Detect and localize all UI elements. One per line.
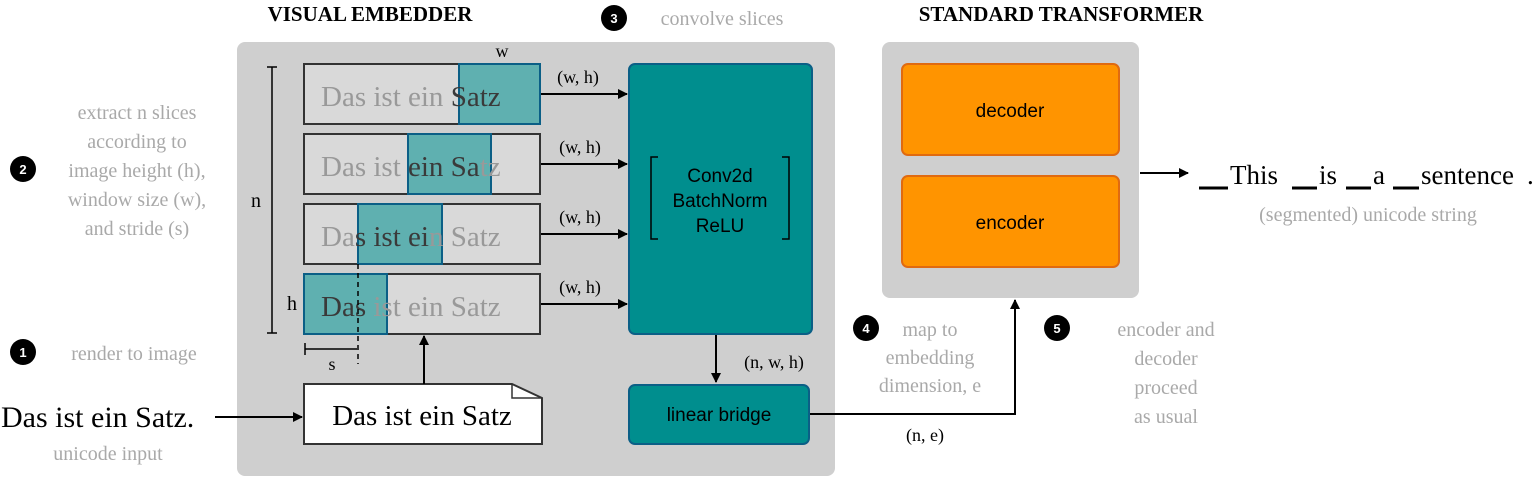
input-caption: unicode input — [53, 443, 163, 465]
step-2: 2 extract n slices according to image he… — [10, 102, 206, 240]
bridge-to-encoder-arrow — [810, 299, 1020, 415]
slice-3-text-after: n Satz — [429, 221, 501, 253]
output-token-1: This — [1230, 160, 1278, 190]
slice-count-label: n — [251, 190, 261, 212]
slice-3-text-before: Da — [321, 221, 355, 253]
output-caption: (segmented) unicode string — [1259, 204, 1477, 226]
rendered-image-shape — [303, 383, 543, 445]
conv-block-box — [628, 63, 813, 335]
step-5-line-4: as usual — [1134, 406, 1198, 428]
step-4: 4 map to embedding dimension, e — [853, 315, 981, 397]
step-1-number: 1 — [19, 345, 26, 360]
slice-2-window — [407, 133, 492, 195]
slice-count-bracket — [267, 66, 277, 334]
encoder-box — [901, 175, 1120, 268]
decoder-box — [901, 63, 1120, 156]
encoder-label: encoder — [976, 213, 1045, 234]
slice-1-text-window: Satz — [451, 81, 501, 113]
linear-bridge-label: linear bridge — [667, 405, 772, 426]
linear-bridge-box — [628, 384, 810, 445]
conv-layer-batchnorm: BatchNorm — [672, 191, 767, 212]
bridge-output-shape-label: (n, e) — [906, 425, 944, 446]
slice-3-window — [357, 203, 443, 265]
encoder-block: encoder — [901, 175, 1120, 268]
output-token-4: sentence — [1421, 160, 1514, 190]
output-token-3: a — [1373, 160, 1385, 190]
step-5-line-3: proceed — [1134, 377, 1197, 399]
window-width-label: w — [496, 41, 509, 61]
step-2-line-5: and stride (s) — [85, 218, 189, 240]
slice-2-text-after: tz — [480, 151, 501, 183]
slice-1-window — [458, 63, 541, 125]
slice-2-text: Das ist ein Satz — [321, 151, 501, 183]
output-token-2: is — [1319, 160, 1337, 190]
step-5-badge — [1044, 315, 1070, 341]
step-3-number: 3 — [610, 11, 617, 26]
slice-4-text-window: Das — [321, 291, 366, 323]
step-1-badge — [10, 339, 36, 365]
step-4-line-3: dimension, e — [879, 375, 981, 397]
step-2-badge — [10, 156, 36, 182]
standard-transformer-title: STANDARD TRANSFORMER — [919, 2, 1204, 26]
step-5-number: 5 — [1053, 321, 1060, 336]
decoder-label: decoder — [976, 101, 1045, 122]
step-4-line-2: embedding — [886, 347, 975, 369]
step-3: 3 convolve slices — [601, 5, 784, 31]
step-1-label: render to image — [71, 343, 197, 365]
linear-bridge: linear bridge — [628, 384, 810, 445]
step-4-badge — [853, 315, 879, 341]
step-5-line-1: encoder and — [1117, 319, 1214, 341]
conv-right-bracket — [782, 156, 790, 240]
output-token-5: . — [1527, 160, 1534, 190]
stride-marker — [304, 264, 359, 364]
slice-4-window — [303, 273, 388, 335]
slice-4-text: Das ist ein Satz — [321, 291, 501, 323]
step-2-line-2: according to — [87, 131, 186, 153]
slice-2-text-window: ein Sa — [408, 151, 480, 183]
slice-2: Das ist ein Satz — [303, 133, 541, 195]
conv-layer-relu: ReLU — [696, 216, 745, 237]
step-3-label: convolve slices — [661, 8, 784, 30]
rendered-image-text: Das ist ein Satz — [332, 400, 512, 432]
stride-label: s — [328, 354, 335, 374]
step-2-line-1: extract n slices — [78, 102, 197, 124]
rendered-image-fold — [511, 384, 542, 399]
step-4-number: 4 — [862, 321, 870, 336]
conv-layer-conv2d: Conv2d — [687, 166, 753, 187]
step-2-number: 2 — [19, 162, 26, 177]
slice-3: Das ist ein Satz — [303, 203, 541, 265]
slice-1-text-outside: Das ist ein — [321, 81, 451, 113]
conv-output-shape-label: (n, w, h) — [744, 352, 804, 373]
input-sentence: Das ist ein Satz. — [1, 401, 194, 434]
slice-4-shape-label: (w, h) — [559, 277, 601, 298]
slice-1: Das ist ein Satz — [303, 63, 541, 125]
slice-4: Das ist ein Satz — [303, 273, 541, 335]
slice-1-text: Das ist ein Satz — [321, 81, 501, 113]
image-height-label: h — [287, 293, 297, 315]
step-5: 5 encoder and decoder proceed as usual — [1044, 315, 1215, 428]
slice-3-shape-label: (w, h) — [559, 207, 601, 228]
slice-4-text-after: ist ein Satz — [366, 291, 501, 323]
step-2-line-3: image height (h), — [68, 160, 205, 182]
slice-3-text: Das ist ein Satz — [321, 221, 501, 253]
step-5-line-2: decoder — [1134, 348, 1198, 370]
slice-1-shape-label: (w, h) — [557, 67, 599, 88]
slice-3-text-window: s ist ei — [355, 221, 429, 253]
output-string: This is a sentence . — [1199, 160, 1534, 190]
step-3-badge — [601, 5, 627, 31]
conv-left-bracket — [650, 156, 658, 240]
step-1: 1 render to image — [10, 339, 197, 365]
conv-block: Conv2d BatchNorm ReLU — [628, 63, 813, 335]
decoder-block: decoder — [901, 63, 1120, 156]
rendered-image: Das ist ein Satz — [303, 383, 543, 445]
visual-embedder-title: VISUAL EMBEDDER — [268, 2, 474, 26]
step-4-line-1: map to — [903, 319, 958, 341]
slice-2-shape-label: (w, h) — [559, 137, 601, 158]
slice-2-text-before: Das ist — [321, 151, 408, 183]
step-2-line-4: window size (w), — [68, 189, 206, 211]
